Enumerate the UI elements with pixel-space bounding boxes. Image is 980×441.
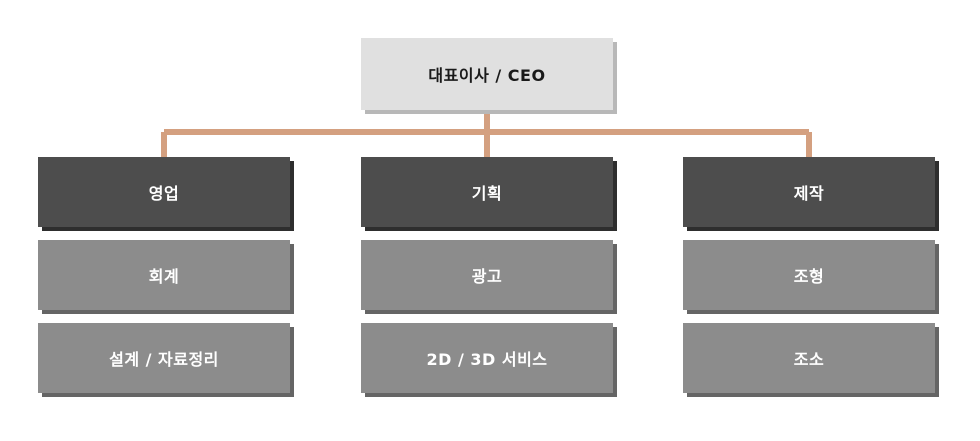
team-box-modeling: 조형 [683, 240, 935, 310]
team-label-advertising: 광고 [471, 267, 503, 286]
ceo-label: 대표이사 / CEO [428, 66, 546, 85]
team-box-design-records: 설계 / 자료정리 [38, 323, 290, 393]
dept-label-production: 제작 [793, 184, 825, 203]
team-label-sculpture: 조소 [793, 350, 825, 369]
team-label-accounting: 회계 [148, 267, 180, 286]
dept-box-sales: 영업 [38, 157, 290, 227]
team-box-sculpture: 조소 [683, 323, 935, 393]
team-label-design-records: 설계 / 자료정리 [109, 350, 219, 369]
ceo-box: 대표이사 / CEO [361, 38, 613, 110]
dept-label-sales: 영업 [148, 184, 180, 203]
team-label-2d3d-service: 2D / 3D 서비스 [426, 350, 548, 369]
team-box-advertising: 광고 [361, 240, 613, 310]
team-box-2d3d-service: 2D / 3D 서비스 [361, 323, 613, 393]
dept-label-planning: 기획 [471, 184, 503, 203]
team-label-modeling: 조형 [793, 267, 825, 286]
dept-box-production: 제작 [683, 157, 935, 227]
team-box-accounting: 회계 [38, 240, 290, 310]
dept-box-planning: 기획 [361, 157, 613, 227]
